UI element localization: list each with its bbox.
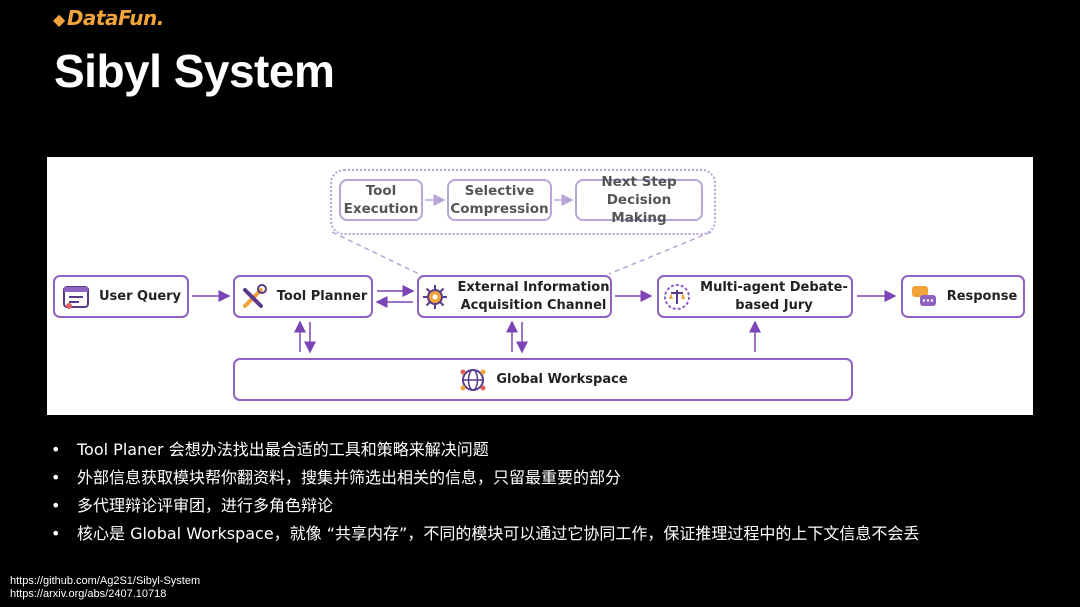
user-query-box: User Query <box>53 275 189 318</box>
bullet-item: Tool Planer 会想办法找出最合适的工具和策略来解决问题 <box>51 438 919 466</box>
selective-compression-box: Selective Compression <box>447 179 552 221</box>
gear-brain-icon <box>422 284 447 309</box>
datafun-logo: ◆DataFun. <box>53 6 164 30</box>
reference-links: https://github.com/Ag2S1/Sibyl-System ht… <box>10 575 200 601</box>
arxiv-link[interactable]: https://arxiv.org/abs/2407.10718 <box>10 588 167 600</box>
diagram-connectors <box>192 194 897 354</box>
global-workspace-box: Global Workspace <box>233 358 853 401</box>
query-form-icon <box>62 285 89 309</box>
next-step-box: Next Step Decision Making <box>575 174 703 226</box>
tool-execution-box: Tool Execution <box>339 179 423 221</box>
logo-text: DataFun. <box>66 6 164 30</box>
chat-bubbles-icon <box>911 285 936 306</box>
funnel-line-left <box>331 231 420 275</box>
user-query-label: User Query <box>98 288 182 304</box>
jury-label: Multi-agent Debate- based Jury <box>700 279 848 313</box>
bullet-item: 外部信息获取模块帮你翻资料，搜集并筛选出相关的信息，只留最重要的部分 <box>51 466 919 494</box>
scales-icon <box>664 283 691 310</box>
bullet-list: Tool Planer 会想办法找出最合适的工具和策略来解决问题 外部信息获取模… <box>51 438 919 550</box>
tool-loop-group <box>330 169 716 235</box>
global-workspace-label: Global Workspace <box>496 371 628 387</box>
jury-box: Multi-agent Debate- based Jury <box>657 275 853 318</box>
logo-mark-icon: ◆ <box>53 10 65 29</box>
external-info-label: External Information Acquisition Channel <box>457 279 610 313</box>
external-info-box: External Information Acquisition Channel <box>417 275 612 318</box>
tools-icon <box>242 283 267 308</box>
tool-planner-box: Tool Planner <box>233 275 373 318</box>
sibyl-diagram: Tool Execution Selective Compression Nex… <box>47 157 1033 415</box>
bullet-item: 多代理辩论评审团，进行多角色辩论 <box>51 494 919 522</box>
tool-planner-label: Tool Planner <box>276 288 368 304</box>
github-link[interactable]: https://github.com/Ag2S1/Sibyl-System <box>10 575 201 587</box>
response-label: Response <box>946 288 1018 304</box>
response-box: Response <box>901 275 1025 318</box>
page-title: Sibyl System <box>54 45 335 97</box>
bullet-item: 核心是 Global Workspace，就像 “共享内存”，不同的模块可以通过… <box>51 522 919 550</box>
funnel-line-right <box>608 231 712 275</box>
globe-network-icon <box>460 368 486 391</box>
